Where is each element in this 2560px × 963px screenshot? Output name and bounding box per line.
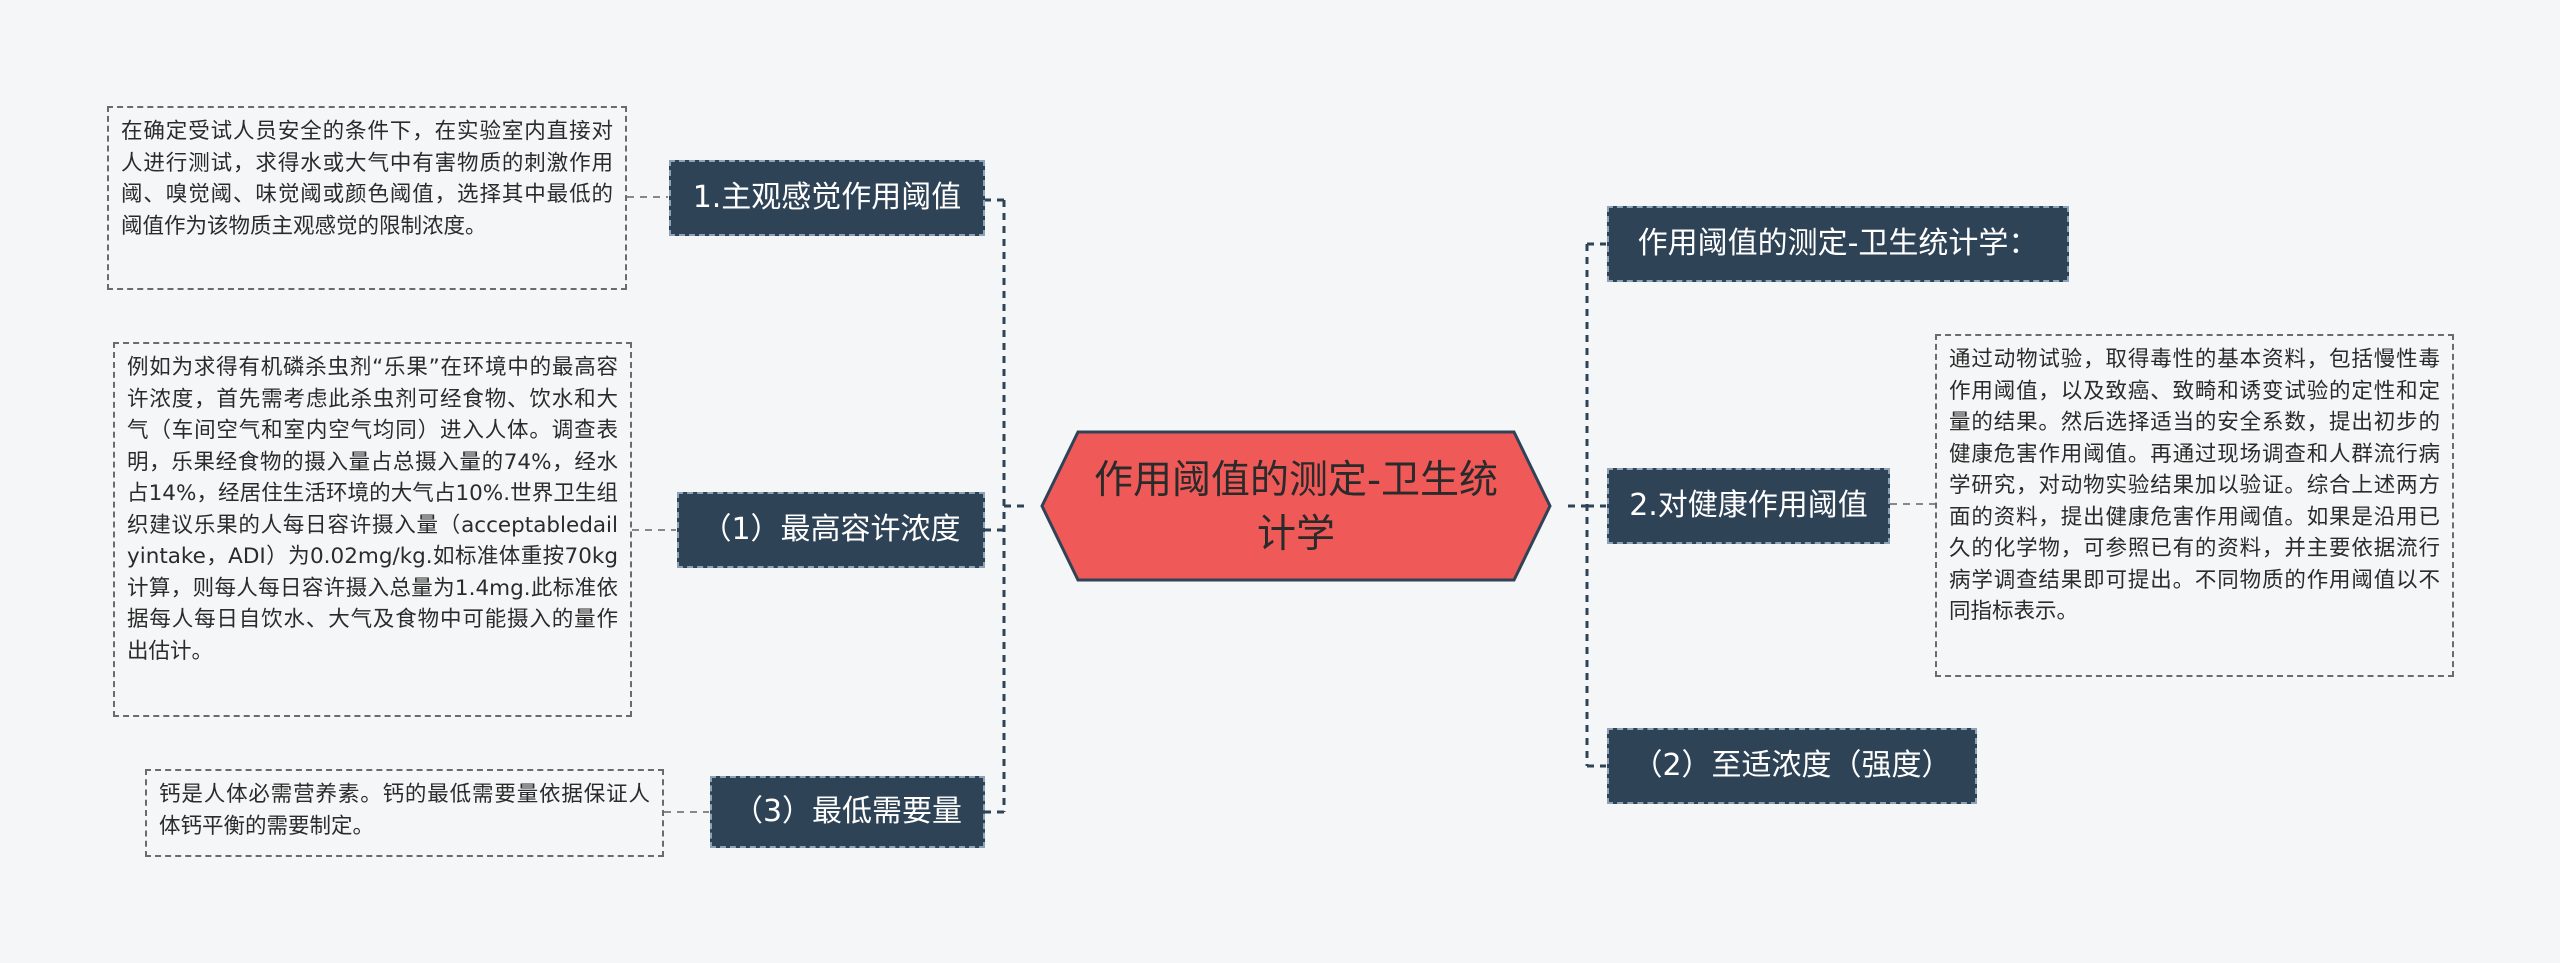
note-min-requirement: 钙是人体必需营养素。钙的最低需要量依据保证人体钙平衡的需要制定。 bbox=[145, 769, 664, 857]
note-max-allowable-concentration: 例如为求得有机磷杀虫剂“乐果”在环境中的最高容许浓度，首先需考虑此杀虫剂可经食物… bbox=[113, 342, 632, 717]
node-max-allowable-concentration[interactable]: （1）最高容许浓度 bbox=[677, 492, 985, 568]
center-topic-label: 作用阈值的测定-卫生统计学 bbox=[1093, 458, 1499, 557]
node-measurement-title[interactable]: 作用阈值的测定-卫生统计学： bbox=[1607, 206, 2069, 282]
note-health-threshold: 通过动物试验，取得毒性的基本资料，包括慢性毒作用阈值，以及致癌、致畸和诱变试验的… bbox=[1935, 334, 2454, 677]
center-hexagon-shape bbox=[1040, 430, 1552, 582]
node-min-requirement[interactable]: （3）最低需要量 bbox=[710, 776, 985, 848]
node-health-threshold[interactable]: 2.对健康作用阈值 bbox=[1607, 468, 1890, 544]
node-optimal-concentration[interactable]: （2）至适浓度（强度） bbox=[1607, 728, 1977, 804]
center-topic[interactable]: 作用阈值的测定-卫生统计学 bbox=[1024, 428, 1568, 584]
node-subjective-threshold[interactable]: 1.主观感觉作用阈值 bbox=[669, 160, 985, 236]
note-subjective-threshold: 在确定受试人员安全的条件下，在实验室内直接对人进行测试，求得水或大气中有害物质的… bbox=[107, 106, 627, 290]
